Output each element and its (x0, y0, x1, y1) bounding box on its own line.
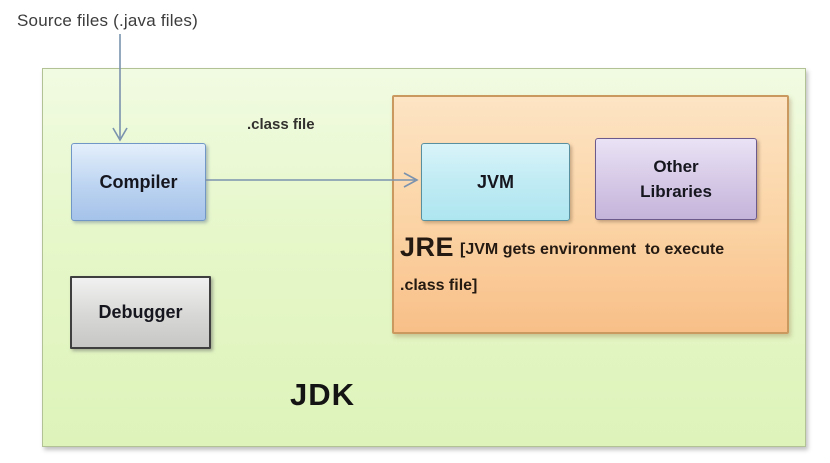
source-files-label: Source files (.java files) (17, 11, 198, 30)
jdk-label: JDK (290, 377, 356, 412)
other-libraries-node-label: Other Libraries (640, 156, 712, 202)
other-libraries-node: Other Libraries (595, 138, 757, 220)
jre-label: JRE (400, 232, 455, 262)
compiler-node: Compiler (71, 143, 206, 221)
debugger-node: Debugger (70, 276, 211, 349)
jre-caption: JRE [JVM gets environment to execute .cla… (400, 232, 770, 295)
jvm-node-label: JVM (476, 171, 514, 192)
jre-note-line2: .class file] (400, 277, 478, 294)
jvm-node: JVM (421, 143, 570, 221)
compiler-node-label: Compiler (99, 171, 178, 192)
jre-note-line1: [JVM gets environment to execute (460, 241, 725, 258)
debugger-node-label: Debugger (98, 302, 183, 322)
class-file-label: .class file (247, 116, 315, 133)
